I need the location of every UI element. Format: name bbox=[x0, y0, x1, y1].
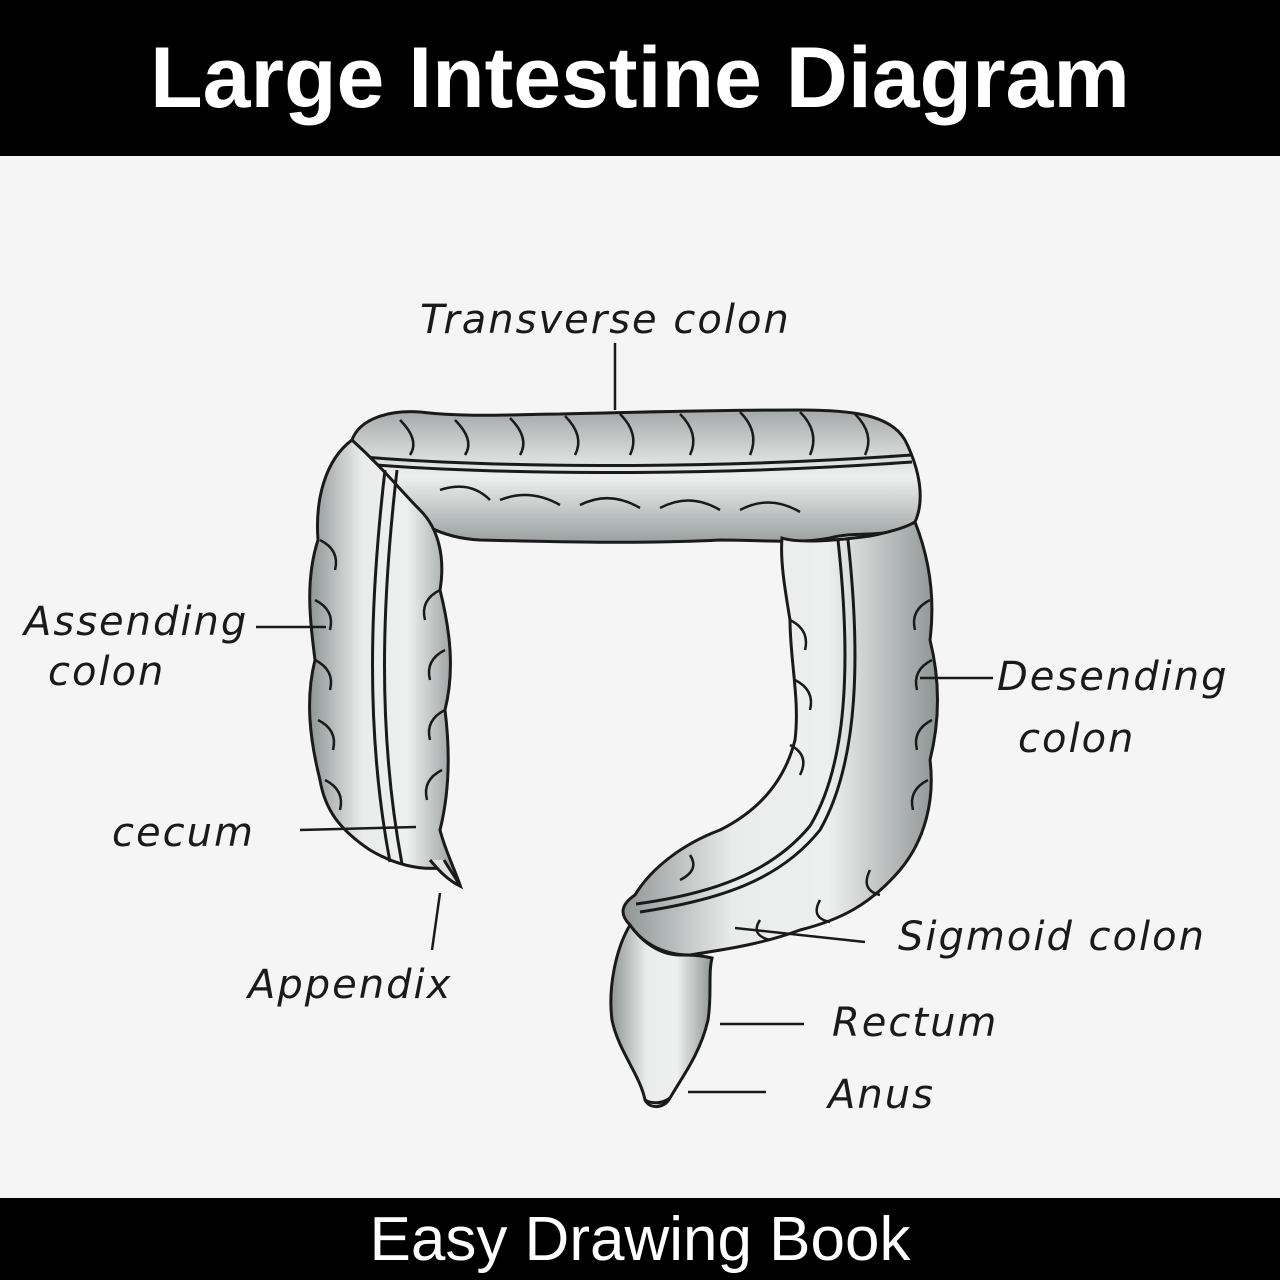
label-ascending-colon-1: Assending bbox=[21, 599, 248, 645]
label-appendix: Appendix bbox=[245, 962, 452, 1008]
transverse-colon-shape bbox=[350, 408, 922, 544]
descending-haustra bbox=[679, 598, 933, 942]
label-cecum: cecum bbox=[112, 810, 255, 856]
label-rectum: Rectum bbox=[832, 1000, 998, 1046]
leader-lines bbox=[256, 343, 993, 1094]
page-title: Large Intestine Diagram bbox=[150, 29, 1130, 126]
descending-colon-shape bbox=[621, 519, 939, 957]
label-sigmoid-colon: Sigmoid colon bbox=[898, 914, 1206, 960]
label-descending-colon-1: Desending bbox=[997, 654, 1228, 700]
label-descending-colon-2: colon bbox=[1018, 716, 1135, 762]
footer-banner: Easy Drawing Book bbox=[0, 1198, 1280, 1280]
footer-brand: Easy Drawing Book bbox=[369, 1204, 911, 1274]
transverse-haustra bbox=[399, 411, 870, 514]
large-intestine-drawing: Transverse colon Assending colon Desendi… bbox=[21, 297, 1228, 1118]
label-anus: Anus bbox=[825, 1072, 935, 1118]
ascending-haustra bbox=[314, 538, 446, 811]
title-banner: Large Intestine Diagram bbox=[0, 0, 1280, 156]
label-transverse-colon: Transverse colon bbox=[420, 297, 791, 343]
label-ascending-colon-2: colon bbox=[48, 649, 165, 695]
drawing-paper: Transverse colon Assending colon Desendi… bbox=[0, 156, 1280, 1198]
rectum-shape bbox=[609, 922, 714, 1108]
